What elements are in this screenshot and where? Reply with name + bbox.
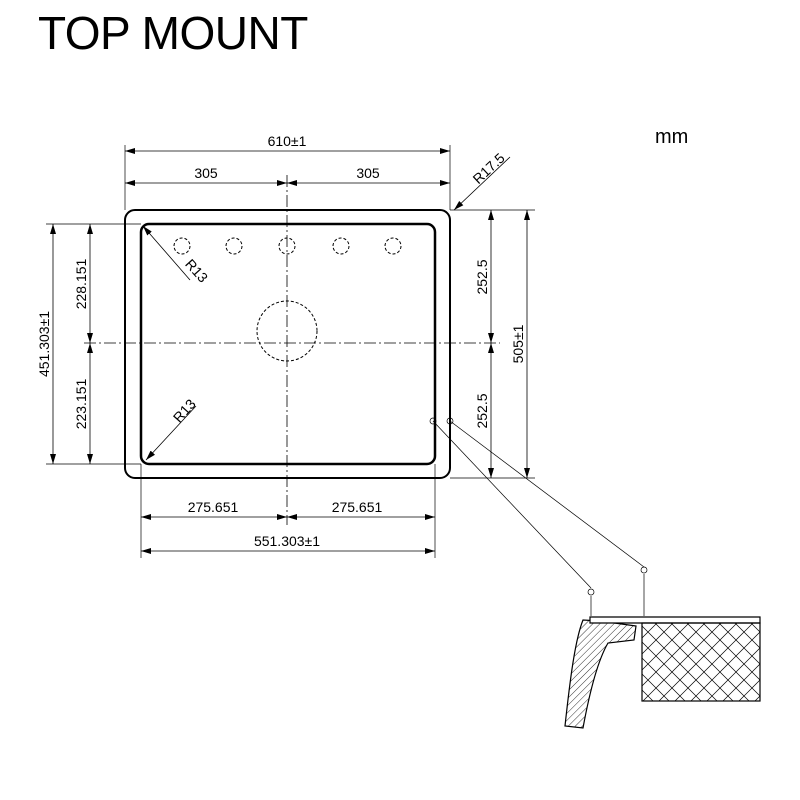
dim-inner-height-upper: 228.151 [73,258,89,309]
dim-outer-height-lower: 252.5 [474,393,490,428]
tap-hole-2 [225,237,243,255]
center-lines [84,175,500,525]
holes [173,237,402,362]
sink-outline [124,209,451,479]
dim-half-width-left: 305 [194,165,218,181]
dim-inner-height-total: 451.303±1 [36,311,52,377]
tap-hole-1 [173,237,191,255]
dimension-labels: 610±1 305 305 275.651 275.651 551.303±1 … [36,133,526,549]
dim-inner-width-left: 275.651 [188,499,239,515]
countertop-section [641,622,761,702]
mounting-cross-section [564,616,761,729]
dimension-lines [50,148,530,554]
dim-inner-width-total: 551.303±1 [254,533,320,549]
dim-outer-height-upper: 252.5 [474,259,490,294]
countertop-top-layer [589,616,761,624]
dim-overall-height: 505±1 [510,324,526,363]
tap-hole-5 [384,237,402,255]
section-detail-leaders [429,417,648,616]
drain-hole [256,300,318,362]
dim-inner-height-lower: 223.151 [73,378,89,429]
sink-outer-rim [124,209,451,479]
dim-inner-width-right: 275.651 [332,499,383,515]
unit-label: mm [655,126,688,148]
page-title: TOP MOUNT [38,7,308,59]
sink-rim-section [564,619,637,729]
dim-corner-radius-top: R13 [182,256,211,286]
tap-hole-4 [332,237,350,255]
tap-hole-3 [278,237,296,255]
dim-half-width-right: 305 [356,165,380,181]
sink-inner-bowl [139,222,437,466]
dim-overall-width: 610±1 [268,133,307,149]
extension-lines [46,145,535,558]
dim-corner-radius-bottom: R13 [170,396,199,426]
dim-corner-radius-outer: R17.5 [469,150,507,187]
